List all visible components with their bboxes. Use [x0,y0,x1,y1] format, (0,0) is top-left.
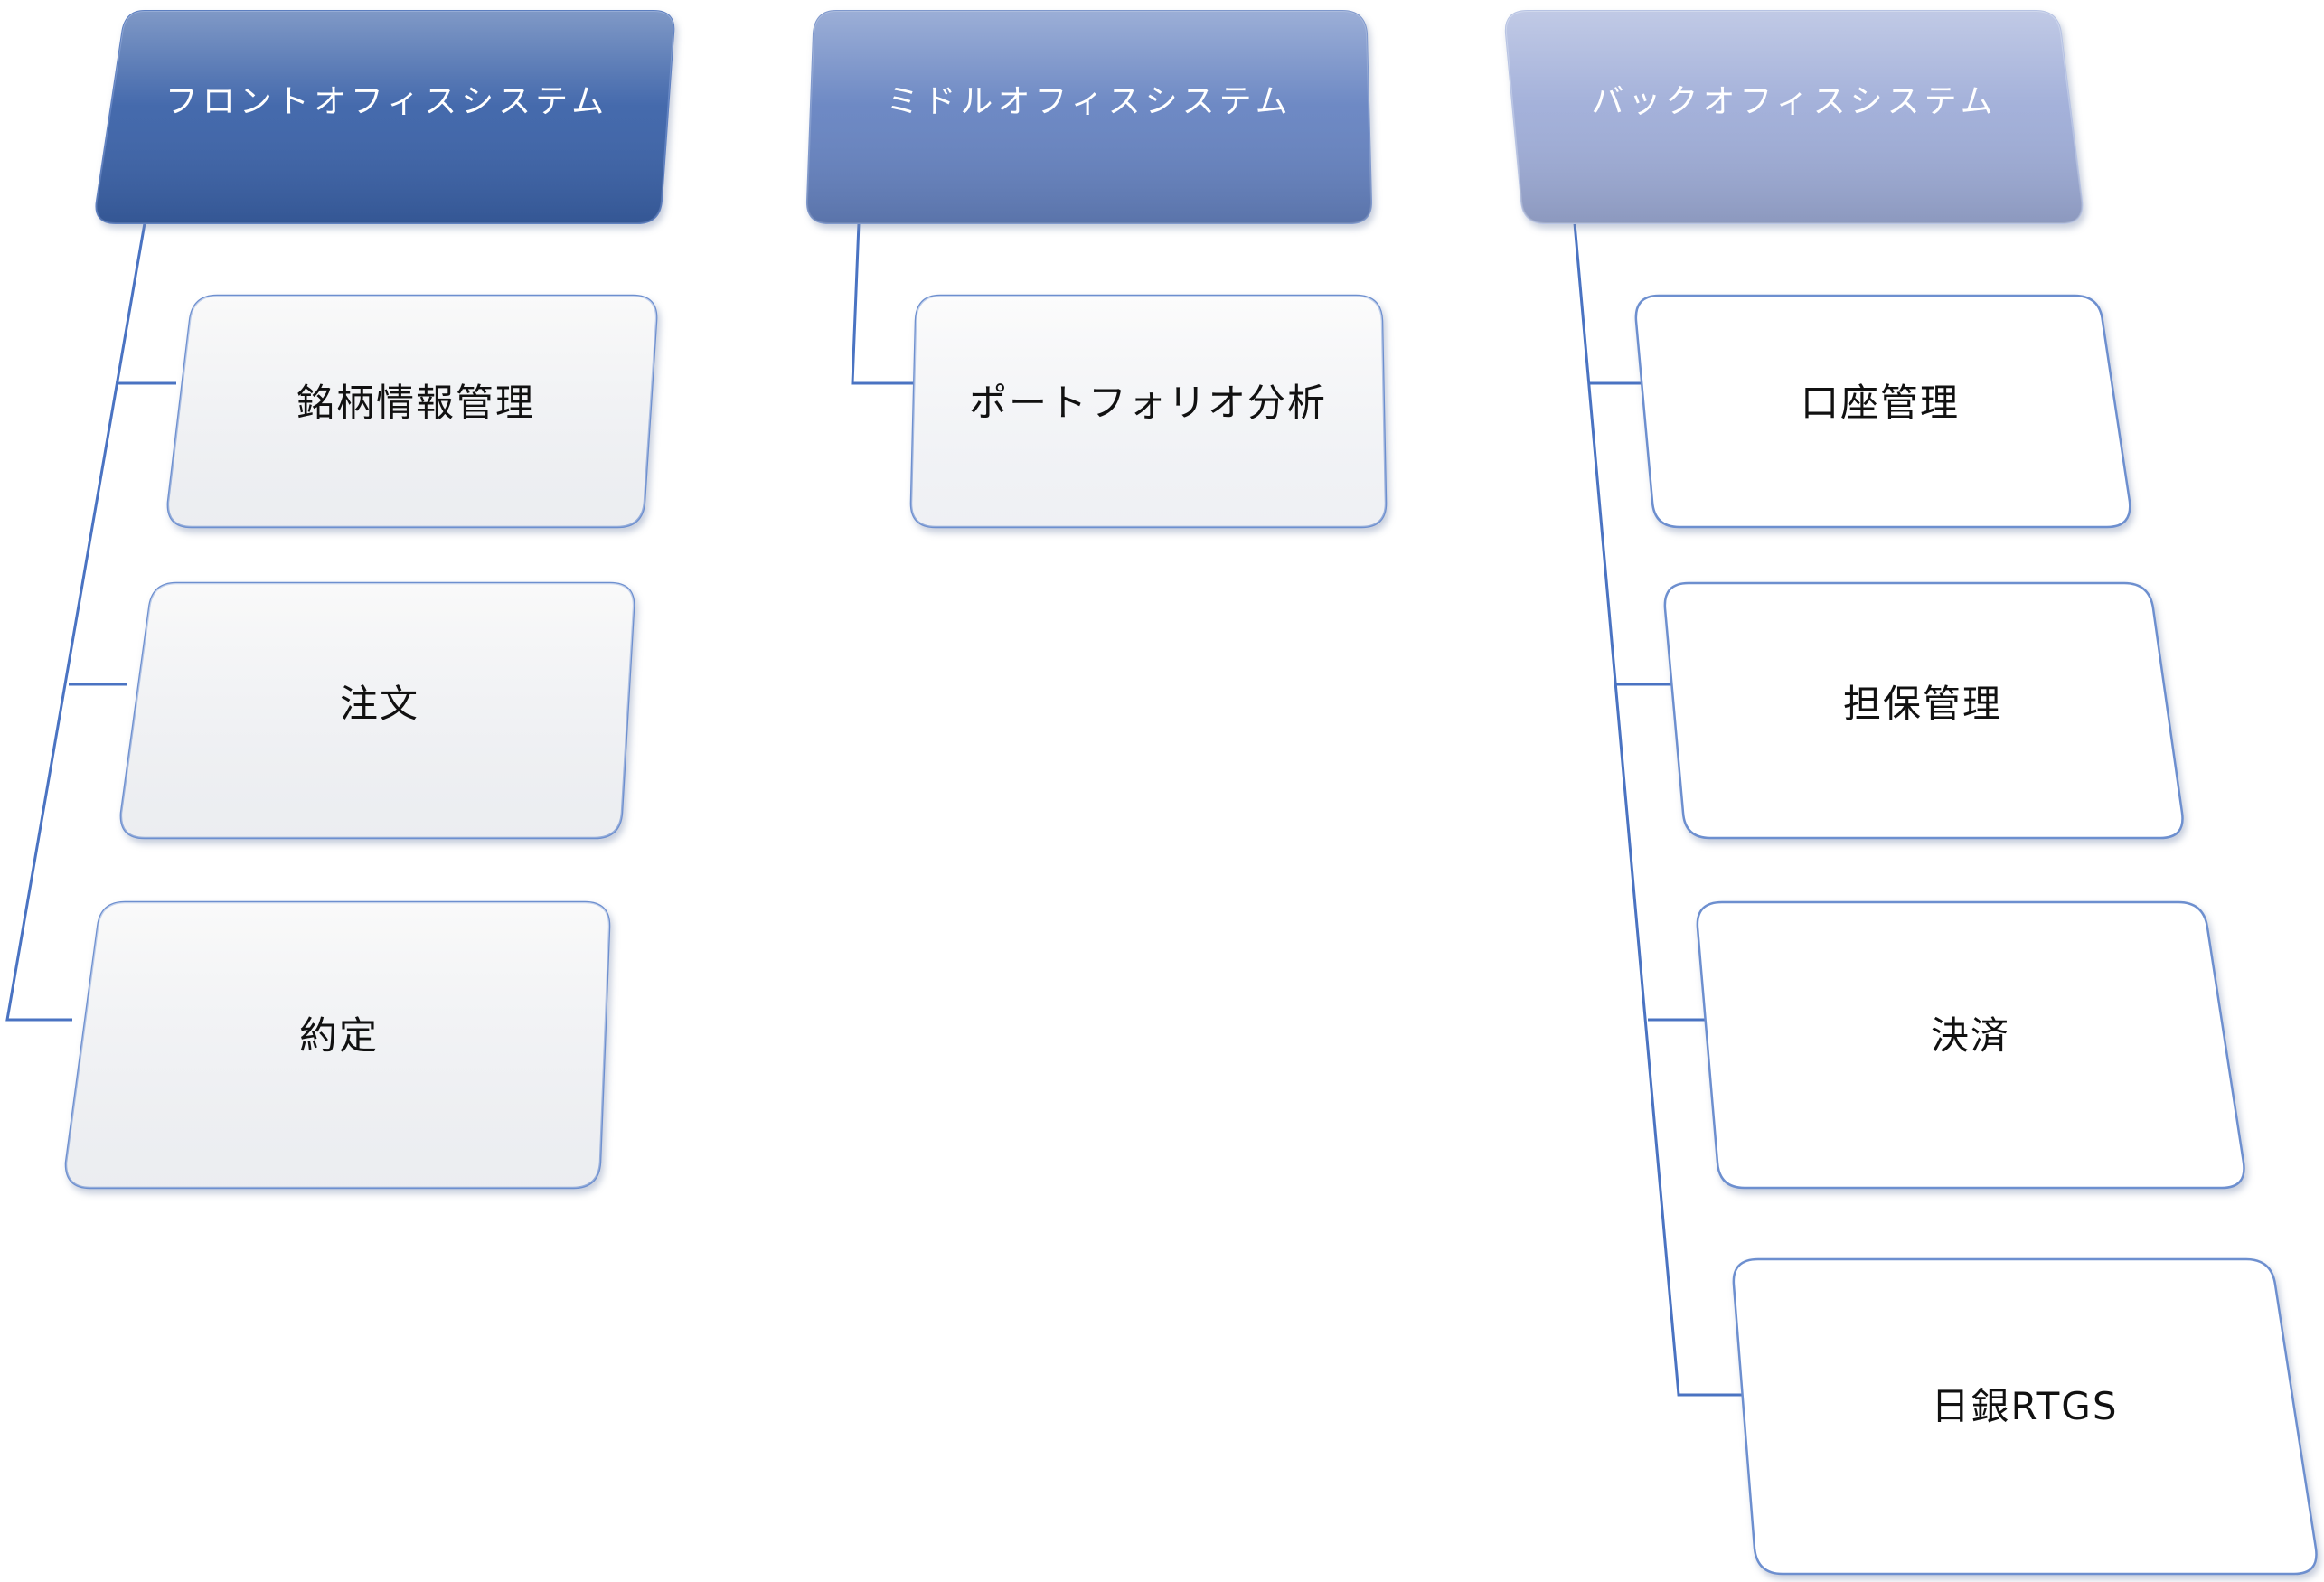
header-title-back: バックオフィスシステム [1591,83,1997,120]
child-box [1634,294,2131,529]
header-title-front: フロントオフィスシステム [165,83,608,120]
child-box-shade [120,583,635,838]
child-node-back-3[interactable]: 決済 [1696,900,2245,1190]
connectors [5,222,1746,1397]
child-box [1696,900,2245,1190]
header-box-front-shine [96,11,674,223]
child-node-front-2[interactable]: 注文 [119,581,635,840]
child-node-front-3[interactable]: 約定 [64,900,611,1190]
child-node-back-1[interactable]: 口座管理 [1634,294,2131,529]
connector-front-spine [5,222,146,1022]
header-title-middle: ミドルオフィスシステム [886,83,1292,120]
header-box-back-shine [1505,11,2083,223]
header-box-middle-shine [806,11,1372,223]
child-box [1732,1257,2318,1576]
child-label: 担保管理 [1843,682,2002,726]
child-label: 日銀RTGS [1932,1384,2119,1428]
child-node-back-4[interactable]: 日銀RTGS [1732,1257,2318,1576]
connector-middle-1 [851,222,913,385]
child-node-middle-1[interactable]: ポートフォリオ分析 [909,294,1388,529]
child-label: 決済 [1931,1013,2010,1058]
child-label: 口座管理 [1801,381,1960,425]
connector-back-spine [1573,222,1746,1397]
column-front-office: フロントオフィスシステム [95,10,675,224]
child-label: 注文 [340,682,419,726]
column-back-office: バックオフィスシステム [1504,10,2084,224]
child-box [1663,581,2184,840]
child-label: 約定 [299,1013,379,1058]
child-label: 銘柄情報管理 [296,381,535,425]
child-box-shade [910,296,1387,527]
column-middle-office: ミドルオフィスシステム [805,10,1373,224]
child-node-back-2[interactable]: 担保管理 [1663,581,2184,840]
child-node-front-1[interactable]: 銘柄情報管理 [166,294,658,529]
child-box-shade [65,902,610,1188]
child-box-shade [167,296,657,527]
child-label: ポートフォリオ分析 [969,381,1327,425]
